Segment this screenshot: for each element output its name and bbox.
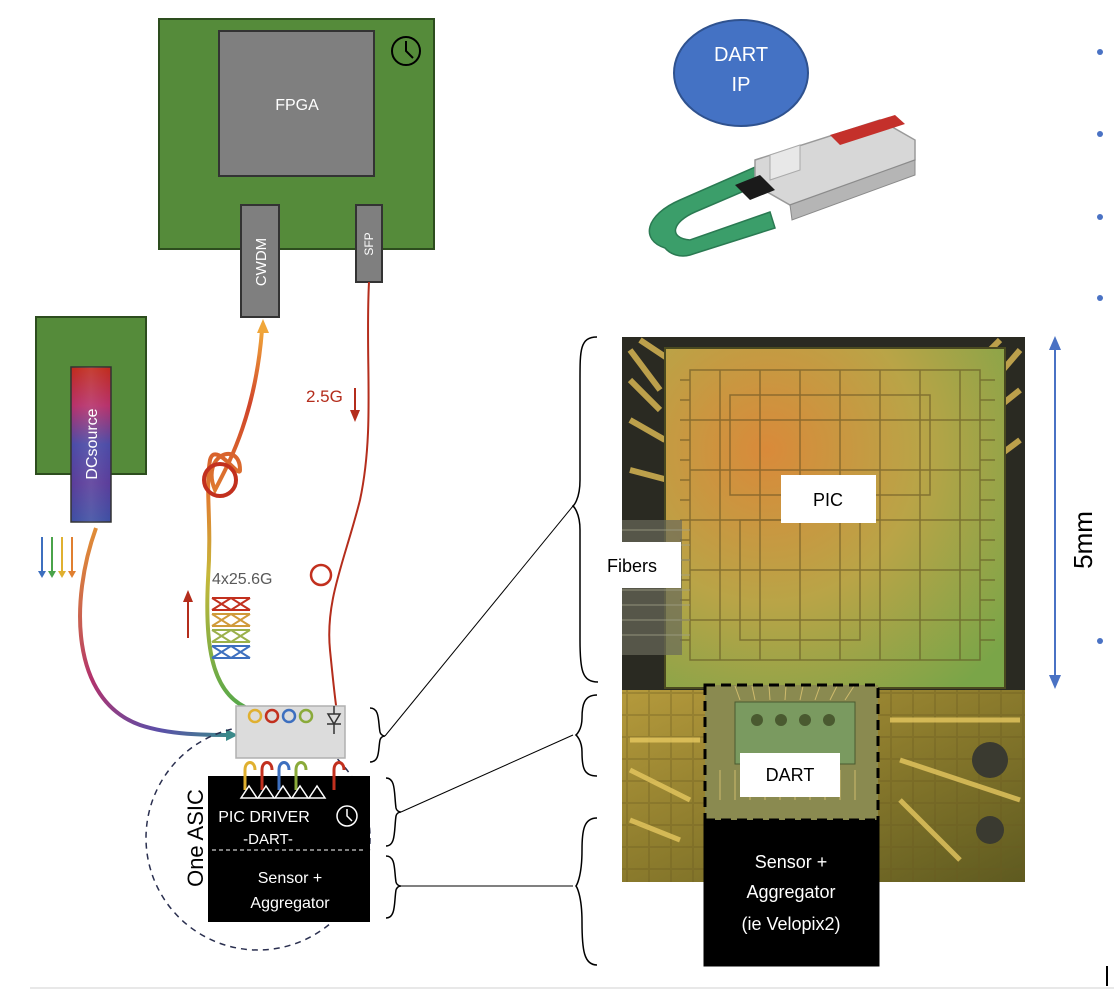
uplink-arrowhead: [257, 319, 269, 333]
pic-label: PIC: [813, 490, 843, 510]
fibers-label: Fibers: [607, 556, 657, 576]
ring-resonator-icon: [298, 708, 314, 724]
sensor-photo-line2: Aggregator: [746, 882, 835, 902]
pic-brace: [369, 707, 386, 763]
sensor-photo-line3: (ie Velopix2): [741, 914, 840, 934]
asic-group-label: One ASIC: [183, 789, 208, 887]
lower-board-marks: [972, 742, 1008, 844]
photo-braces: [571, 336, 599, 966]
text-cursor: [1106, 966, 1108, 986]
pic-chip: [235, 705, 346, 759]
dart-photo-label: DART: [766, 765, 815, 785]
dart-die-pads: [751, 714, 835, 726]
dc-fiber-arrowhead: [226, 729, 238, 741]
pic-label-box: [781, 475, 876, 523]
wavelength-arrows-icon: [38, 537, 76, 578]
ring-resonator-icon: [247, 708, 263, 724]
sfp-port: [355, 204, 383, 283]
dart-ip-line2: IP: [732, 74, 751, 96]
asic-braces: [369, 707, 402, 919]
ring-resonator-icon: [264, 708, 280, 724]
dart-ip-bubble: DART IP: [673, 19, 809, 127]
dart-ip-ellipse: [673, 19, 809, 127]
dart-label-box: [740, 753, 840, 797]
downlink-arrow-icon: [350, 388, 360, 422]
chip-photo: PIC Fibers DART Sensor + Aggregator (ie …: [587, 337, 1025, 967]
transceiver-module-icon: [648, 115, 916, 257]
photodiode-icon: [326, 706, 342, 734]
sensor-photo-brace: [575, 817, 598, 966]
fiber-lines: [78, 281, 370, 741]
pic-driver-label: PIC DRIVER: [218, 809, 310, 826]
ring-resonator-icon: [281, 708, 297, 724]
sfp-label: SFP: [362, 232, 376, 255]
dart-photo-brace: [574, 694, 598, 777]
downlink-fiber: [328, 281, 370, 713]
fpga-board: FPGA CWDM SFP: [158, 18, 435, 318]
wirebond-icon: [243, 761, 346, 790]
pic-chip-body: [235, 705, 346, 759]
dart-ip-line1: DART: [714, 44, 768, 66]
cwdm-port: [240, 204, 280, 318]
bullet-dots: [1097, 49, 1103, 644]
lower-gold-traces: [628, 717, 1021, 862]
dc-source-module: DCsource: [35, 316, 147, 578]
dc-source-label: DCsource: [84, 408, 101, 479]
dart-brace: [385, 777, 402, 847]
scale-label: 5mm: [1068, 511, 1098, 569]
fpga-chip: [218, 30, 375, 177]
downlink-fiber-loop: [309, 563, 333, 587]
sensor-aggregator-box: [705, 820, 878, 965]
uplink-arrow-icon: [183, 590, 193, 638]
pic-photo-brace: [571, 336, 599, 683]
scale-bar: [1049, 336, 1061, 689]
asic-block: PIC DRIVER -DART- Sensor + Aggregator: [208, 761, 370, 922]
uplink-fiber: [205, 329, 264, 709]
dc-source-fiber: [78, 527, 233, 737]
sensor-brace: [385, 855, 402, 919]
clock-icon: [391, 36, 421, 66]
asic-block-body: [208, 776, 370, 922]
cwdm-label: CWDM: [253, 238, 270, 286]
uplink-label: 4x25.6G: [212, 571, 272, 588]
sensor-photo-line1: Sensor +: [755, 852, 828, 872]
fpga-label: FPGA: [275, 97, 319, 114]
asic-sensor-line1: Sensor +: [258, 870, 322, 887]
eye-diagram-icon: [211, 596, 251, 660]
asic-dart-label: -DART-: [243, 831, 293, 848]
driver-triangles-icon: [239, 784, 327, 799]
uplink-fiber-loop: [202, 462, 238, 498]
clock-icon: [336, 805, 358, 827]
leader-lines: [384, 505, 574, 887]
downlink-label: 2.5G: [306, 387, 343, 406]
fibers-label-box: [587, 542, 681, 588]
asic-sensor-line2: Aggregator: [250, 895, 330, 912]
